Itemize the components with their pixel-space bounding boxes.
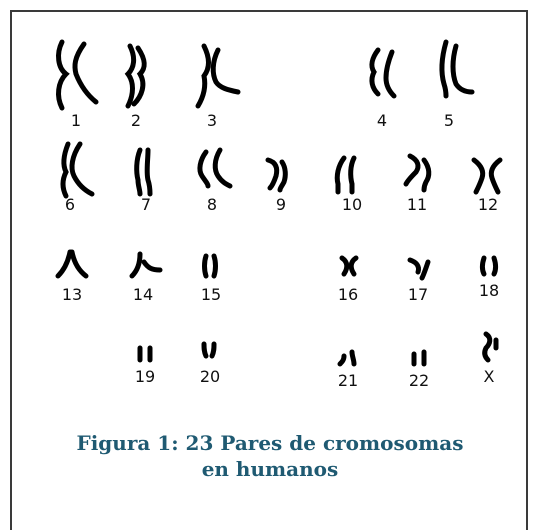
chromosome-label: 5 (444, 111, 454, 130)
chromosome-label: 14 (133, 285, 153, 304)
chromosome-labels: 1 2 3 4 5 6 7 8 9 10 11 12 13 14 15 16 1… (62, 111, 499, 390)
chromosome-pair-16 (342, 258, 356, 274)
chromosome-pair-7 (137, 150, 150, 194)
chromosome-pair-18 (483, 258, 496, 274)
chromosome-pair-17 (410, 260, 428, 278)
chromosome-label: 10 (342, 195, 362, 214)
chromosome-label: 17 (408, 285, 428, 304)
chromosome-label: 19 (135, 367, 155, 386)
caption-line-2: en humanos (0, 456, 540, 482)
chromosome-label: 9 (276, 195, 286, 214)
chromosome-label: X (484, 367, 495, 386)
chromosome-label: 15 (201, 285, 221, 304)
chromosome-pair-5 (442, 42, 472, 96)
caption-line-1: Figura 1: 23 Pares de cromosomas (0, 430, 540, 456)
chromosome-pair-15 (205, 256, 216, 276)
chromosome-pair-20 (204, 344, 214, 356)
chromosome-label: 6 (65, 195, 75, 214)
chromosome-pair-19 (140, 348, 150, 360)
chromosome-label: 7 (141, 195, 151, 214)
chromosome-label: 2 (131, 111, 141, 130)
chromosome-pair-8 (200, 150, 230, 186)
chromosome-pair-6 (63, 144, 92, 196)
chromosome-label: 8 (207, 195, 217, 214)
chromosome-x (485, 334, 496, 360)
chromosome-label: 21 (338, 371, 358, 390)
chromosome-pair-11 (406, 156, 429, 190)
chromosome-pair-9 (268, 160, 285, 190)
chromosome-pair-21 (340, 352, 354, 364)
chromosome-label: 18 (479, 281, 499, 300)
chromosome-label: 4 (377, 111, 387, 130)
chromosome-label: 20 (200, 367, 220, 386)
chromosome-pair-4 (372, 50, 394, 96)
chromosome-pair-22 (414, 352, 424, 364)
chromosome-pair-1 (59, 42, 96, 108)
chromosome-label: 22 (409, 371, 429, 390)
chromosome-pair-12 (474, 160, 500, 192)
karyotype-diagram: 1 2 3 4 5 6 7 8 9 10 11 12 13 14 15 16 1… (0, 0, 540, 420)
figure-caption: Figura 1: 23 Pares de cromosomas en huma… (0, 430, 540, 482)
chromosome-label: 16 (338, 285, 358, 304)
chromosome-pair-3 (198, 46, 238, 106)
chromosome-label: 11 (407, 195, 427, 214)
chromosome-pair-14 (132, 254, 160, 276)
chromosome-label: 3 (207, 111, 217, 130)
chromosome-pair-13 (58, 252, 86, 276)
chromosome-label: 13 (62, 285, 82, 304)
chromosome-label: 12 (478, 195, 498, 214)
chromosome-label: 1 (71, 111, 81, 130)
chromosome-pair-2 (128, 46, 144, 106)
chromosome-pair-10 (337, 158, 354, 192)
